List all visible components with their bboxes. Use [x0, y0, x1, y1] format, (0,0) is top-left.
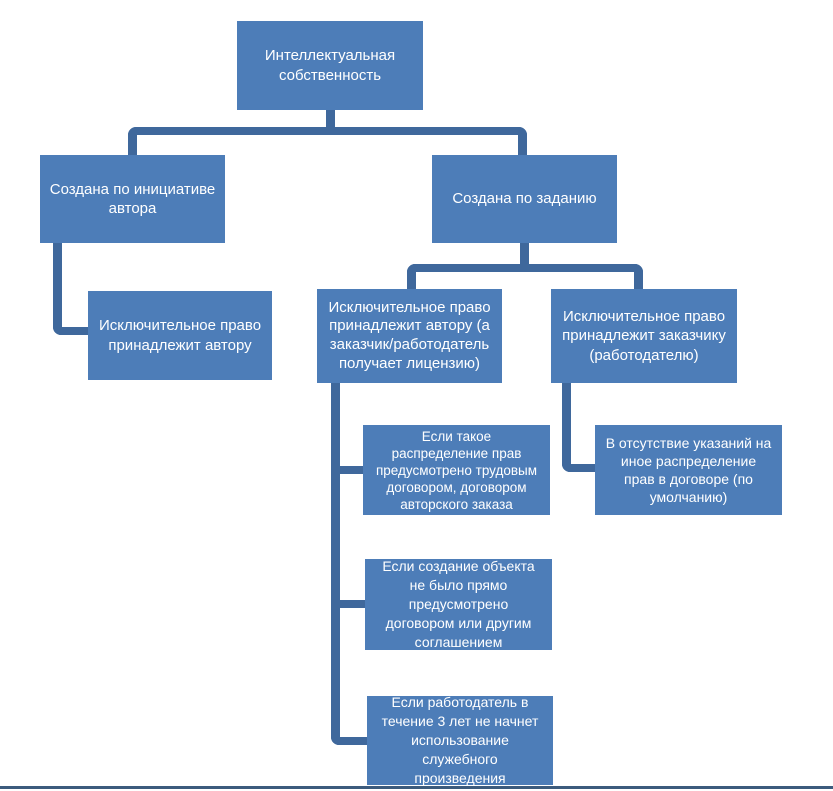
- connector-root-stub: [326, 110, 335, 135]
- connector-assignment-to-author-license: [407, 264, 524, 289]
- connector-root-to-assignment: [330, 127, 527, 155]
- node-label: Создана по заданию: [452, 190, 597, 208]
- bottom-divider-line: [0, 786, 833, 789]
- node-right-belongs-to-customer: Исключительное право принадлежит заказчи…: [551, 289, 737, 383]
- node-label: Исключительное право принадлежит автору: [98, 317, 262, 354]
- node-right-belongs-to-author: Исключительное право принадлежит автору: [88, 291, 272, 380]
- node-label: Исключительное право принадлежит заказчи…: [562, 308, 726, 364]
- node-created-by-initiative: Создана по инициативе автора: [40, 155, 225, 243]
- connector-customer-to-default: [562, 383, 595, 472]
- node-label: Если такое распределение прав предусмотр…: [375, 428, 538, 512]
- node-label: В отсутствие указаний на иное распределе…: [605, 434, 772, 506]
- node-author-with-license: Исключительное право принадлежит автору …: [317, 289, 502, 383]
- connector-license-to-not-stipulated: [335, 600, 365, 608]
- node-condition-not-stipulated: Если создание объекта не было прямо пред…: [365, 558, 552, 650]
- connector-assignment-stub: [520, 243, 529, 272]
- connector-assignment-to-customer: [524, 264, 643, 289]
- connector-root-to-initiative: [128, 127, 330, 155]
- connector-license-trunk: [331, 383, 340, 705]
- node-condition-three-years: Если работодатель в течение 3 лет не нач…: [367, 694, 553, 786]
- connector-initiative-to-author: [53, 243, 88, 335]
- node-label: Исключительное право принадлежит автору …: [328, 298, 491, 372]
- node-label: Если работодатель в течение 3 лет не нач…: [381, 694, 539, 786]
- node-condition-labor-contract: Если такое распределение прав предусмотр…: [363, 425, 550, 515]
- node-intellectual-property: Интеллектуальная собственность: [237, 21, 423, 110]
- node-label: Если создание объекта не было прямо пред…: [382, 558, 535, 650]
- connector-license-to-three-years: [331, 700, 367, 745]
- node-created-by-assignment: Создана по заданию: [432, 155, 617, 243]
- node-label: Интеллектуальная собственность: [264, 47, 396, 84]
- node-default-rule: В отсутствие указаний на иное распределе…: [595, 425, 782, 515]
- node-label: Создана по инициативе автора: [49, 180, 216, 217]
- connector-license-to-labor-contract: [335, 466, 363, 474]
